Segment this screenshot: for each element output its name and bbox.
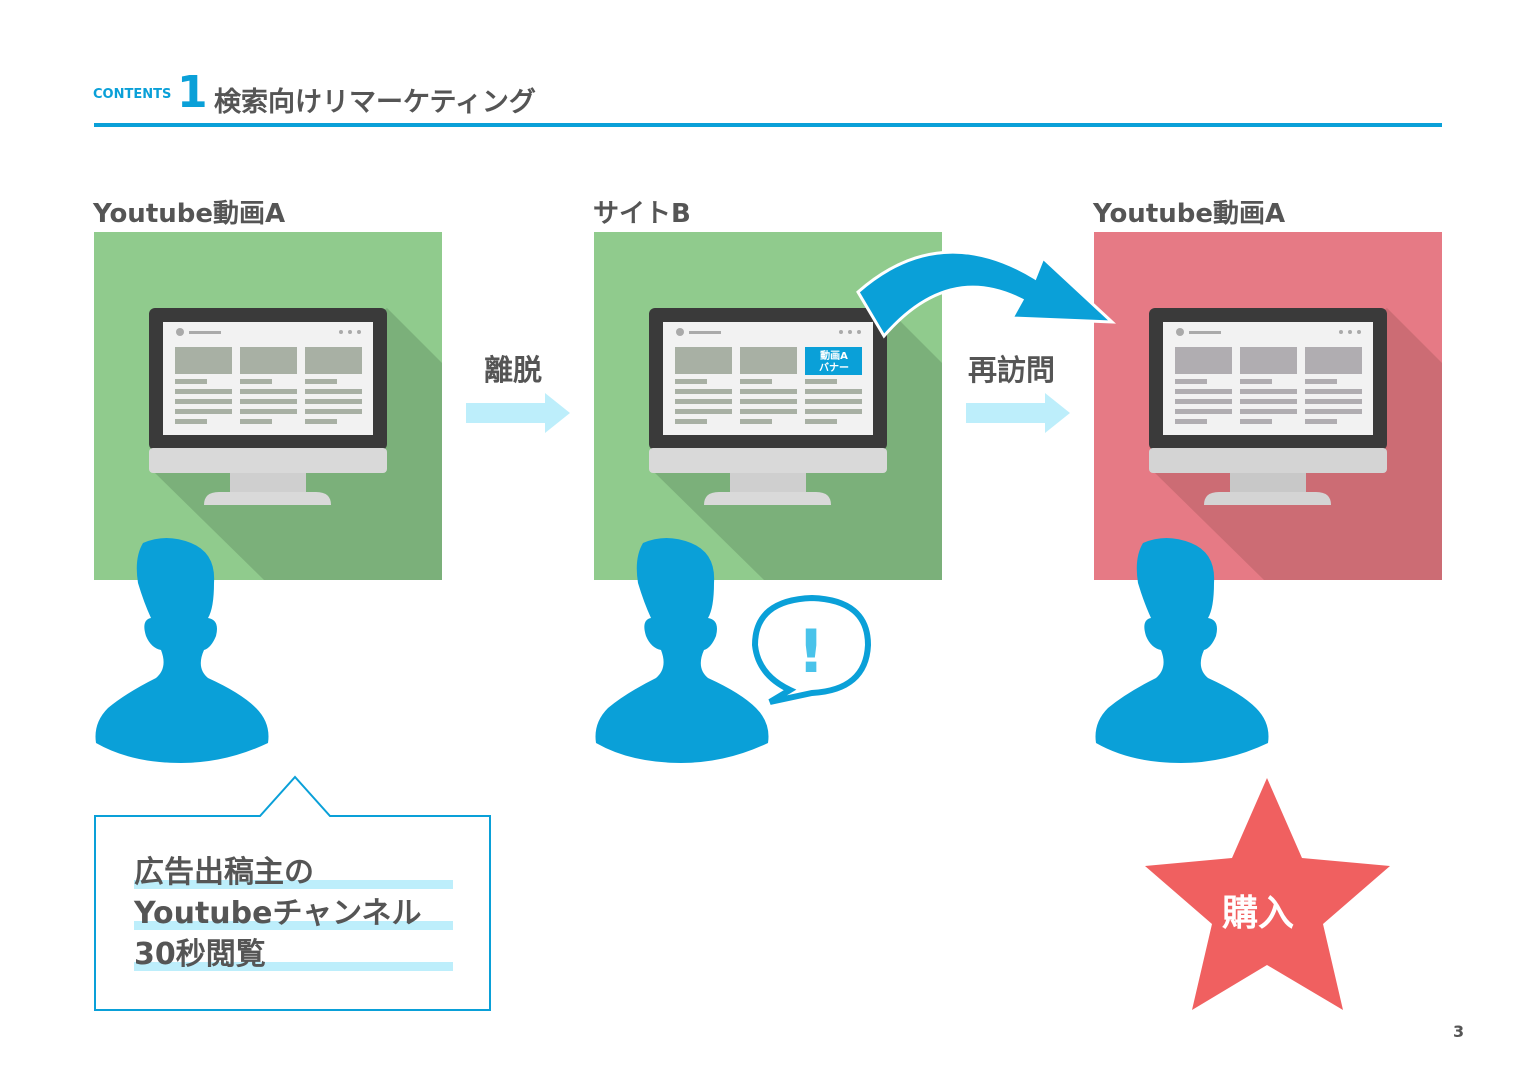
section-number: 1 [177, 67, 208, 118]
callout-line: Youtubeチャンネル [134, 896, 422, 931]
monitor-icon [1149, 308, 1442, 580]
banner-ad [805, 347, 862, 375]
banner-line-1: 動画A [820, 349, 848, 362]
step-3-panel [1094, 232, 1442, 580]
page-title: 検索向けリマーケティング [214, 87, 536, 118]
callout-line: 広告出稿主の [134, 855, 314, 890]
curved-return-arrow-icon [856, 250, 1116, 339]
step-1-label: Youtube動画A [93, 199, 286, 229]
callout-line: 30秒閲覧 [134, 937, 266, 972]
callout-text: 広告出稿主の Youtubeチャンネル 30秒閲覧 [134, 852, 453, 975]
callout-box [94, 775, 491, 1011]
step-1-panel [94, 232, 442, 580]
step-3-label: Youtube動画A [1093, 199, 1286, 229]
monitor-icon [149, 308, 442, 580]
contents-label: CONTENTS [93, 87, 172, 102]
header-divider [94, 123, 1442, 127]
page-number: 3 [1453, 1022, 1465, 1041]
star-icon [1145, 778, 1390, 1010]
transition-label-leave: 離脱 [484, 353, 543, 387]
exclamation-mark: ! [797, 617, 824, 687]
purchase-label: 購入 [1222, 893, 1295, 934]
arrow-right-icon [466, 393, 570, 433]
banner-line-2: バナー [819, 362, 849, 374]
step-2-label: サイトB [593, 199, 691, 229]
user-silhouette-icon [1095, 538, 1269, 763]
arrow-right-icon [966, 393, 1070, 433]
speech-bubble-icon [751, 594, 872, 705]
transition-label-revisit: 再訪問 [968, 353, 1056, 387]
monitor-icon: 動画A バナー [649, 308, 942, 580]
user-silhouette-icon [595, 538, 769, 763]
user-silhouette-icon [95, 538, 269, 763]
